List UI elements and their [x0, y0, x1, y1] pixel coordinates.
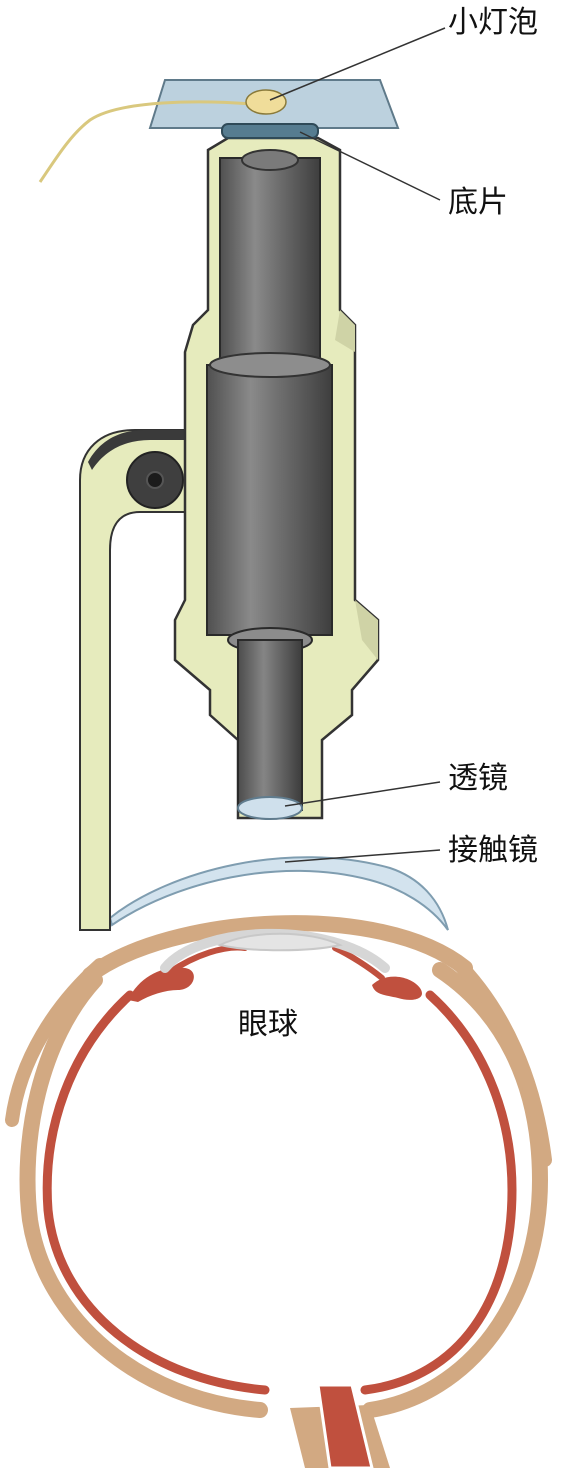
optic-nerve: [316, 1383, 374, 1468]
film-leader-line: [299, 131, 441, 201]
bulb-label: 小灯泡: [448, 5, 538, 40]
bulb-leader-line: [269, 27, 446, 101]
eyeball-label: 眼球: [238, 1007, 298, 1042]
support-arm: [79, 429, 186, 931]
sclera-edge-left: [5, 958, 107, 1127]
contact-lens-label: 接触镜: [448, 833, 538, 868]
sclera-front: [82, 915, 473, 983]
lens: [237, 796, 303, 820]
film-label: 底片: [448, 185, 508, 220]
eyeball: [5, 915, 552, 1468]
bulb: [245, 89, 287, 115]
bulb-wire: [38, 100, 253, 183]
contact-lens-leader-line: [284, 849, 441, 863]
film: [221, 123, 319, 139]
ciliary-body-left: [128, 967, 194, 1002]
sclera-edge-right: [448, 953, 552, 1167]
contact-lens: [108, 856, 449, 931]
retina: [42, 990, 517, 1395]
ciliary-body-right: [372, 976, 422, 1000]
lens-label: 透镜: [448, 761, 508, 796]
main-cylinder: [206, 364, 333, 636]
upper-cylinder: [219, 157, 321, 364]
lens-tube: [237, 639, 303, 811]
crystalline-lens: [217, 932, 343, 952]
iris-right: [332, 945, 385, 981]
lens-leader-line: [284, 781, 441, 807]
